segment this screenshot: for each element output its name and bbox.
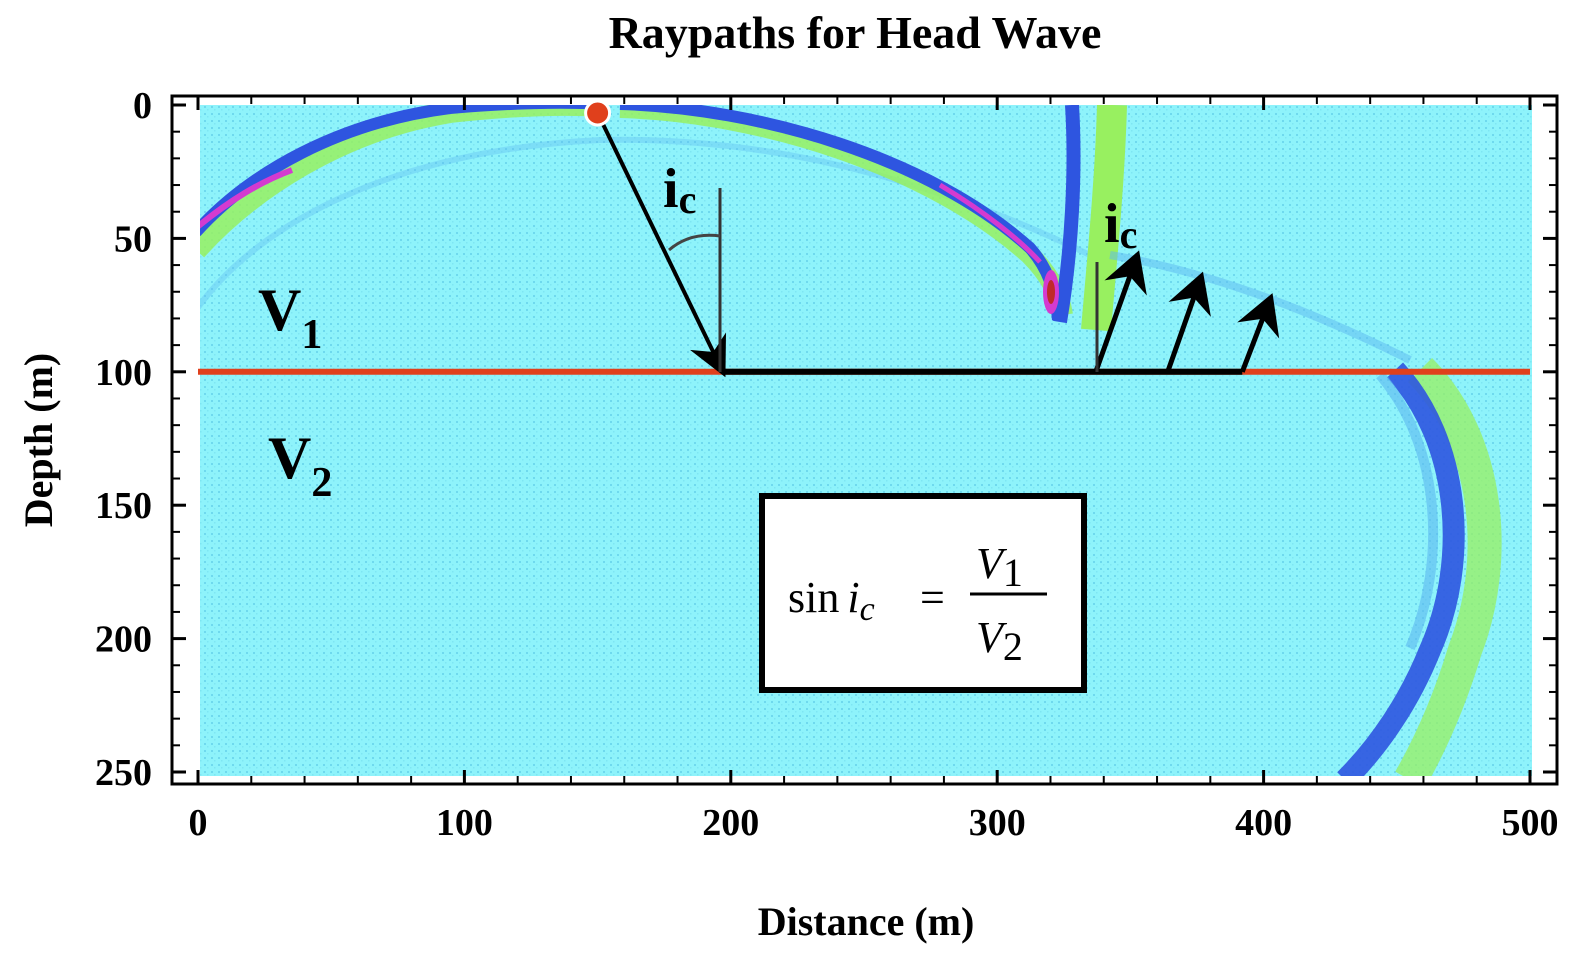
refracted-wave-arc-blue <box>1337 362 1465 776</box>
head-wave-ray-3 <box>1237 293 1280 373</box>
head-wave-ray-1 <box>1093 250 1147 373</box>
head-wave-ray-2 <box>1165 271 1211 373</box>
x-tick-label: 500 <box>1502 802 1559 844</box>
chart-title: Raypaths for Head Wave <box>609 7 1102 58</box>
angle-label-left: ic <box>663 158 696 222</box>
x-axis-label: Distance (m) <box>758 899 975 944</box>
direct-wave-arc-left-magenta <box>200 167 294 229</box>
plot-frame <box>170 94 1559 786</box>
angle-arc-left <box>668 233 721 252</box>
source-marker <box>584 99 612 127</box>
y-tick-label: 0 <box>133 85 152 127</box>
y-tick-label: 150 <box>95 485 152 527</box>
angle-label-right: ic <box>1104 193 1137 257</box>
layer-label-v2: V2 <box>268 425 332 506</box>
equation-denominator: V2 <box>976 613 1023 669</box>
layer-label-v1: V1 <box>258 277 322 358</box>
x-tick-label: 0 <box>189 802 208 844</box>
y-axis-label: Depth (m) <box>16 353 61 527</box>
direct-wave-arc-left-blue <box>200 105 605 237</box>
y-tick-label: 200 <box>95 619 152 661</box>
x-tick-label: 300 <box>969 802 1026 844</box>
incident-ray <box>595 112 727 378</box>
y-tick-label: 250 <box>95 752 152 794</box>
x-tick-label: 400 <box>1235 802 1292 844</box>
direct-wave-arc-right-magenta <box>938 182 1042 264</box>
y-tick-label: 50 <box>114 218 152 260</box>
equation-numerator: V1 <box>976 539 1023 595</box>
equation-equals: = <box>920 573 945 622</box>
refracted-wave-arc-green <box>1395 357 1502 776</box>
critical-angle-marker-left <box>668 188 722 372</box>
x-tick-label: 200 <box>702 802 759 844</box>
vertical-wave-blue <box>1053 105 1081 324</box>
x-tick-label: 100 <box>436 802 493 844</box>
y-tick-label: 100 <box>95 352 152 394</box>
